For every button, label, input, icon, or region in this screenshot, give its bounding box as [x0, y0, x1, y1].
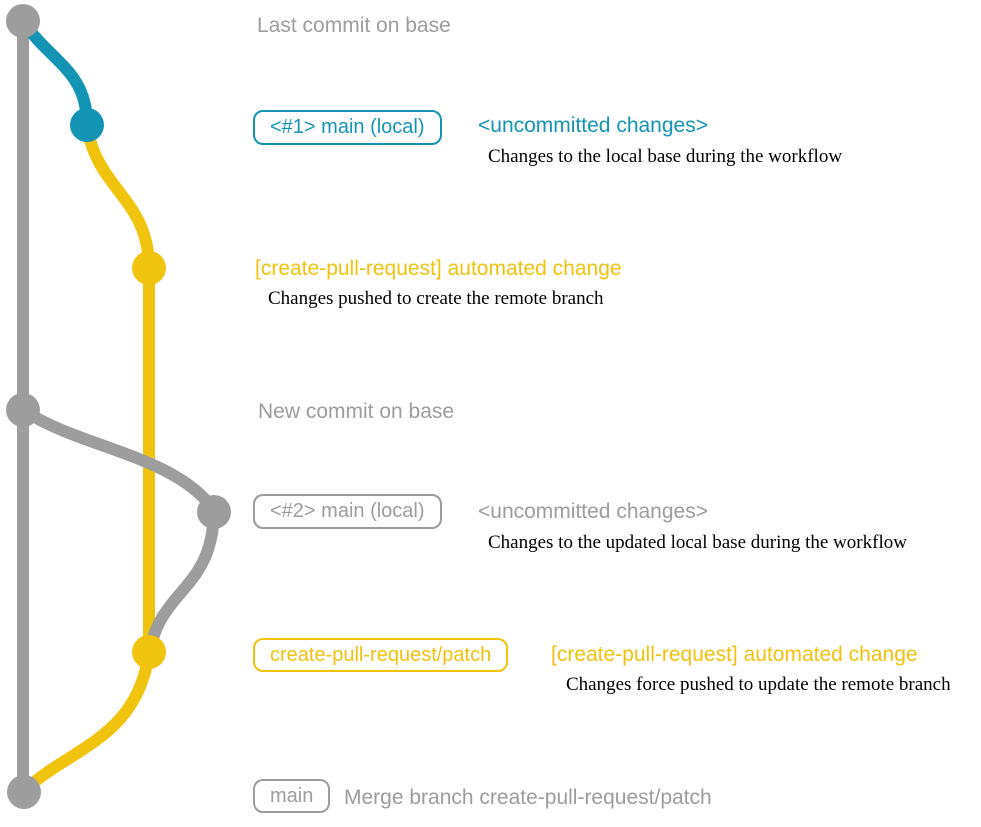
- commit-title-merge: Merge branch create-pull-request/patch: [344, 786, 712, 809]
- commit-title-automated-2: [create-pull-request] automated change: [551, 643, 918, 666]
- commit-title-uncommitted-2: <uncommitted changes>: [478, 500, 708, 523]
- branch-badge-main-local-2: <#2> main (local): [253, 494, 442, 529]
- note-new-commit-on-base: New commit on base: [258, 400, 455, 423]
- branch-badge-create-pull-request-patch: create-pull-request/patch: [253, 638, 509, 672]
- edge-main2-to-patch-curve: [144, 506, 220, 656]
- edge-base-to-main2-curve: [17, 404, 220, 516]
- commit-title-automated-1: [create-pull-request] automated change: [255, 257, 622, 280]
- commit-dot-merge-commit: [7, 775, 41, 809]
- commit-dot-main-local-2: [197, 495, 231, 529]
- commit-title-uncommitted-1: <uncommitted changes>: [478, 114, 708, 137]
- commit-dot-automated-change-2: [132, 635, 166, 669]
- commit-dot-last-commit-on-base: [6, 4, 40, 38]
- branch-badge-main: main: [253, 779, 331, 813]
- commit-dot-automated-change-1: [132, 251, 166, 285]
- branch-badge-main-local-1: <#1> main (local): [253, 110, 442, 145]
- commit-dot-new-commit-on-base: [6, 393, 40, 427]
- commit-desc-automated-2: Changes force pushed to update the remot…: [566, 674, 951, 695]
- commit-desc-automated-1: Changes pushed to create the remote bran…: [268, 288, 604, 309]
- commit-dot-main-local-1: [70, 108, 104, 142]
- commit-desc-uncommitted-1: Changes to the local base during the wor…: [488, 146, 843, 167]
- note-last-commit-on-base: Last commit on base: [257, 14, 451, 37]
- commit-desc-uncommitted-2: Changes to the updated local base during…: [488, 532, 907, 553]
- edge-uncommitted-1-curve: [17, 15, 93, 131]
